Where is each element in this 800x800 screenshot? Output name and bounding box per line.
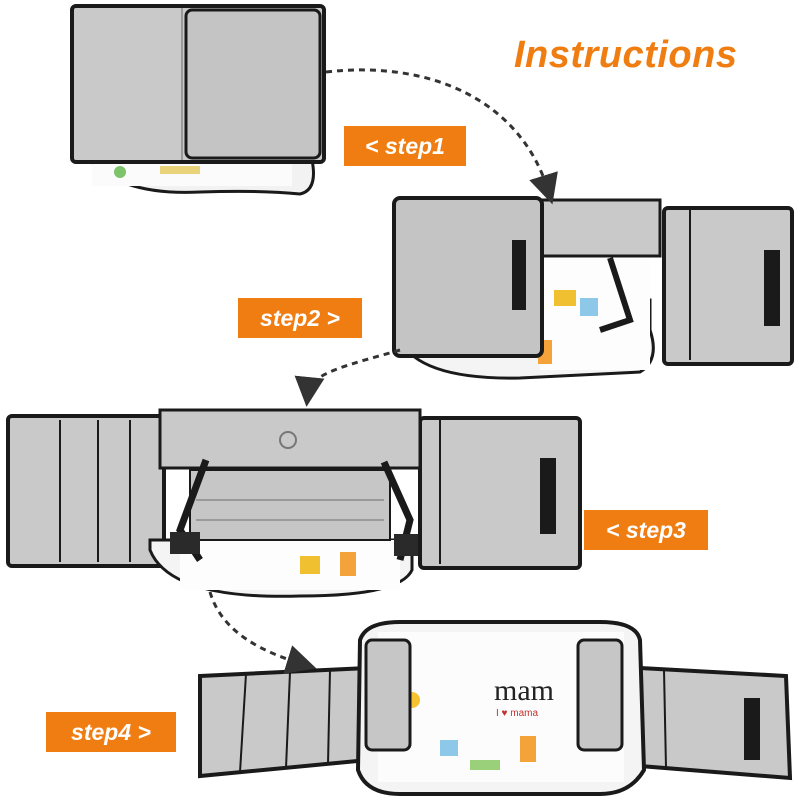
- step2-half-open-tray: [392, 196, 794, 380]
- step3-open-tray: [6, 408, 582, 598]
- tray-slogan-text: I ♥ mama: [496, 708, 538, 719]
- tray-brand-text: mam: [494, 674, 554, 707]
- step4-fully-open-tray: [198, 620, 793, 796]
- step2-label: step2 >: [238, 298, 362, 338]
- step3-label: < step3: [584, 510, 708, 550]
- step1-label: < step1: [344, 126, 466, 166]
- step4-label: step4 >: [46, 712, 176, 752]
- step1-folded-tray: [70, 4, 326, 196]
- arrow-step3-to-step4: [208, 591, 317, 674]
- arrow-step1-to-step2: [325, 68, 558, 205]
- arrow-step2-to-step3: [294, 348, 401, 407]
- instructions-title: Instructions: [514, 34, 738, 76]
